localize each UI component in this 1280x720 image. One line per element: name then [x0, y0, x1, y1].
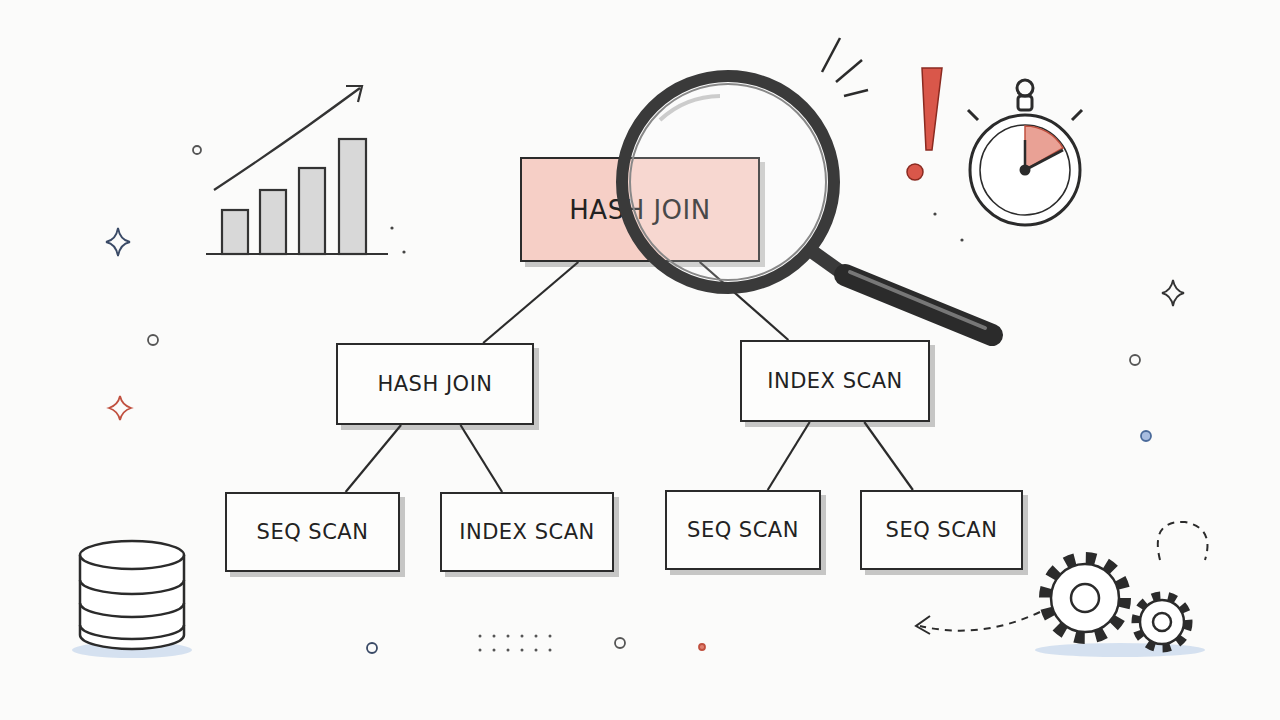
plan-edge — [346, 425, 401, 492]
node-label: SEQ SCAN — [257, 520, 369, 544]
node-label: SEQ SCAN — [886, 518, 998, 542]
plan-edge — [768, 422, 810, 490]
exclamation-mark — [907, 68, 942, 180]
scan-box: SEQ SCAN — [665, 490, 821, 570]
dot-grid — [479, 635, 552, 652]
root-join-box: HASH JOIN — [520, 157, 760, 262]
scan-box: INDEX SCAN — [740, 340, 930, 422]
node-label: INDEX SCAN — [459, 520, 594, 544]
node-label: HASH JOIN — [569, 195, 710, 225]
node-label: SEQ SCAN — [687, 518, 799, 542]
scan-box: INDEX SCAN — [440, 492, 614, 572]
node-label: HASH JOIN — [377, 372, 492, 396]
plan-edge — [864, 422, 913, 490]
scan-box: SEQ SCAN — [225, 492, 400, 572]
bar-chart-icon — [206, 86, 388, 254]
stopwatch-icon — [968, 80, 1082, 225]
dots — [148, 146, 1151, 653]
join-box: HASH JOIN — [336, 343, 534, 425]
magnifying-glass — [622, 38, 992, 335]
plan-edge — [700, 262, 789, 340]
scan-box: SEQ SCAN — [860, 490, 1023, 570]
node-label: INDEX SCAN — [767, 369, 902, 393]
plan-edge — [460, 425, 502, 492]
plan-edge — [483, 262, 578, 343]
database-icon — [72, 541, 192, 658]
